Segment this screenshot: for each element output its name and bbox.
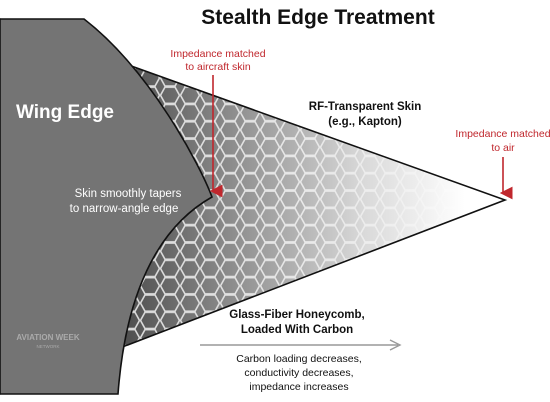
impedance-skin-line2: to aircraft skin xyxy=(185,61,251,73)
watermark-line2: NETWORK xyxy=(37,344,60,349)
honeycomb-line1: Glass-Fiber Honeycomb, xyxy=(229,309,364,321)
gradient-arrow-head xyxy=(389,339,402,351)
gradient-line2: conductivity decreases, xyxy=(244,367,353,379)
rf-skin-line2: (e.g., Kapton) xyxy=(328,116,402,128)
wing-edge-label: Wing Edge xyxy=(16,102,114,123)
impedance-skin-callout: Impedance matched to aircraft skin xyxy=(170,48,266,198)
impedance-skin-line1: Impedance matched xyxy=(170,48,265,60)
rf-skin-line1: RF-Transparent Skin xyxy=(309,101,421,113)
taper-line1: Skin smoothly tapers xyxy=(75,188,182,200)
gradient-line1: Carbon loading decreases, xyxy=(236,353,362,365)
diagram-title: Stealth Edge Treatment xyxy=(201,6,434,29)
rf-skin-outline xyxy=(0,18,508,395)
gradient-line3: impedance increases xyxy=(249,381,348,393)
impedance-air-line2: to air xyxy=(491,142,515,154)
gradient-arrow xyxy=(200,339,402,351)
aviation-week-logo: AVIATION WEEK NETWORK xyxy=(16,333,79,349)
taper-line2: to narrow-angle edge xyxy=(70,203,179,215)
watermark-line1: AVIATION WEEK xyxy=(16,333,79,342)
impedance-air-line1: Impedance matched xyxy=(455,128,550,140)
honeycomb-line2: Loaded With Carbon xyxy=(241,324,353,336)
impedance-air-callout: Impedance matched to air xyxy=(455,128,550,200)
